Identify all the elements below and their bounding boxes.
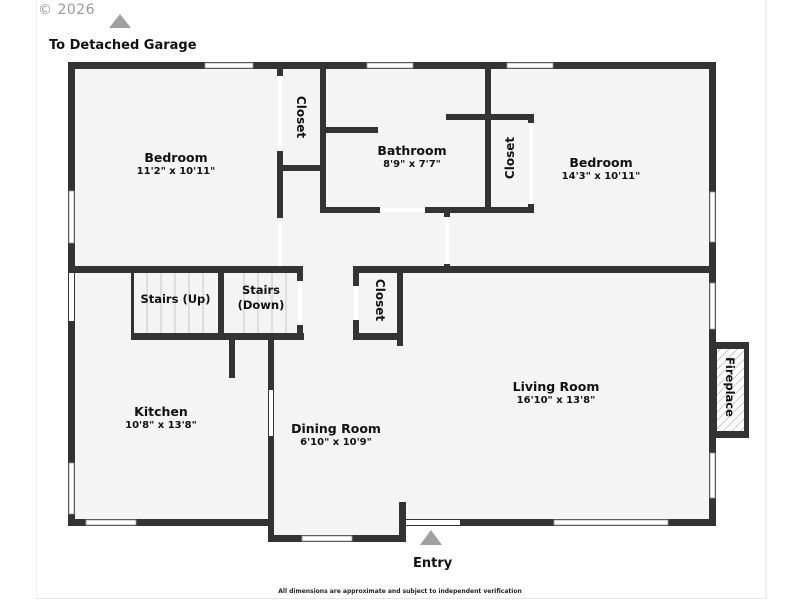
room-name: Bathroom [377, 143, 447, 158]
closet-top-label: Closet [294, 95, 308, 139]
disclaimer-text: All dimensions are approximate and subje… [278, 588, 522, 595]
room-bedroom-left: Bedroom 11'2" x 10'11" [106, 150, 246, 178]
copyright-text: © 2026 [38, 2, 96, 18]
stair-treads [146, 272, 287, 335]
room-living-room: Living Room 16'10" x 13'8" [486, 379, 626, 407]
detached-garage-label: To Detached Garage [49, 38, 197, 53]
garage-arrow-icon [109, 14, 131, 28]
room-dimensions: 10'8" x 13'8" [125, 420, 197, 431]
room-dining-room: Dining Room 6'10" x 10'9" [266, 421, 406, 449]
room-bedroom-right: Bedroom 14'3" x 10'11" [531, 155, 671, 183]
closet-mid-label: Closet [373, 278, 387, 322]
stairs-down-label: Stairs (Down) [237, 283, 285, 312]
entry-arrow-icon [420, 530, 442, 545]
floor-fill [73, 66, 711, 538]
room-dimensions: 14'3" x 10'11" [561, 171, 641, 182]
room-kitchen: Kitchen 10'8" x 13'8" [91, 404, 231, 432]
room-name: Bedroom [144, 150, 208, 165]
room-name: Living Room [512, 379, 600, 394]
room-dimensions: 16'10" x 13'8" [516, 395, 596, 406]
room-name: Kitchen [134, 404, 188, 419]
room-name: Dining Room [291, 421, 381, 436]
room-dimensions: 8'9" x 7'7" [383, 159, 441, 170]
fireplace-label: Fireplace [723, 357, 737, 417]
room-dimensions: 6'10" x 10'9" [300, 437, 372, 448]
entry-label: Entry [413, 556, 453, 571]
closet-bath-label: Closet [503, 136, 517, 180]
windows [68, 62, 716, 542]
door-openings [69, 76, 533, 525]
room-name: Bedroom [569, 155, 633, 170]
room-bathroom: Bathroom 8'9" x 7'7" [342, 143, 482, 171]
stairs-up-label: Stairs (Up) [140, 292, 211, 306]
room-dimensions: 11'2" x 10'11" [136, 166, 216, 177]
